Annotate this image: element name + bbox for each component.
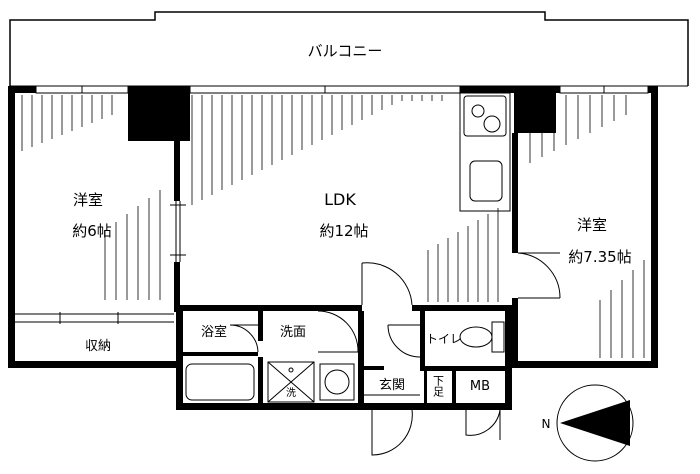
shoe-box-label: 下足 xyxy=(432,375,445,397)
bath-label: 浴室 xyxy=(201,324,227,340)
compass: N xyxy=(542,384,634,462)
western-room-right-name: 洋室 xyxy=(577,216,607,234)
entrance-label: 玄関 xyxy=(379,378,405,393)
ldk-size: 約12帖 xyxy=(319,222,368,240)
western-room-right-size: 約7.35帖 xyxy=(568,248,631,266)
toilet-label: トイレ xyxy=(426,332,462,346)
doors[interactable] xyxy=(229,252,561,456)
room-labels: 洋室 約6帖 LDK 約12帖 洋室 約7.35帖 収納 浴室 洗面 トイレ 玄… xyxy=(72,190,631,399)
washer-label: 洗 xyxy=(286,387,296,399)
ldk-name: LDK xyxy=(324,190,356,209)
western-room-left-name: 洋室 xyxy=(73,191,103,209)
western-room-left-size: 約6帖 xyxy=(72,222,112,240)
meter-box-label: MB xyxy=(470,379,490,394)
balcony: バルコニー xyxy=(9,11,689,87)
sliding-door-left[interactable] xyxy=(170,201,186,262)
washroom-label: 洗面 xyxy=(280,325,306,340)
interior-walls xyxy=(174,133,518,407)
compass-arrow-icon xyxy=(560,400,630,446)
compass-north-label: N xyxy=(542,417,551,431)
balcony-label: バルコニー xyxy=(308,42,383,60)
window-hatching xyxy=(21,95,645,358)
columns xyxy=(128,93,556,141)
exterior-walls xyxy=(8,86,658,410)
closet xyxy=(15,312,174,324)
fixtures xyxy=(185,321,505,403)
closet-label: 収納 xyxy=(85,339,111,354)
kitchen xyxy=(459,92,511,212)
